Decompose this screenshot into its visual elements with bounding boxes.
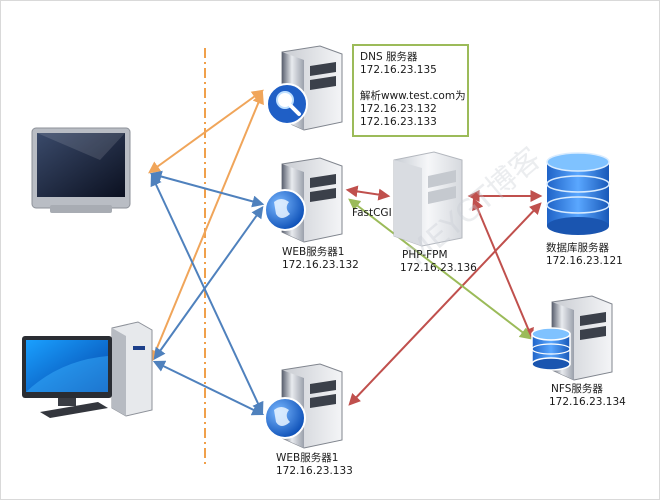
web-server-1-name: WEB服务器1 [282,246,345,258]
web-server-2-name: WEB服务器1 [276,452,339,464]
link-monitor-web1 [149,170,265,208]
link-pc-web2 [152,360,265,416]
dns-resolve-text: 解析www.test.com为 [360,90,466,102]
link-web1-nfs [348,198,532,340]
nfs-server-ip: 172.16.23.134 [549,396,626,408]
link-pc-dns [150,91,264,363]
dns-ip: 172.16.23.135 [360,64,437,76]
desktop-pc-icon [22,321,153,418]
nfs-server-icon [531,295,613,381]
dns-title: DNS 服务器 [360,51,418,63]
php-fpm-server-icon [393,151,463,247]
monitor-client-icon [31,127,131,213]
dns-info-box: DNS 服务器 172.16.23.135 解析www.test.com为 17… [352,44,469,137]
web-server-2-ip: 172.16.23.133 [276,465,353,477]
link-monitor-web2 [150,173,264,415]
link-pc-web1 [153,206,264,360]
database-server-name: 数据库服务器 [546,242,609,254]
connections [148,89,543,416]
nfs-server-name: NFS服务器 [551,383,603,395]
database-server-ip: 172.16.23.121 [546,255,623,267]
web-server-2-icon [264,363,343,449]
php-fpm-ip: 172.16.23.136 [400,262,477,274]
dns-resolve-ip-1: 172.16.23.132 [360,103,437,115]
web-server-1-ip: 172.16.23.132 [282,259,359,271]
dns-server-icon [266,45,343,131]
database-server-icon [546,152,610,235]
php-fpm-name: PHP-FPM [402,249,448,261]
dns-resolve-ip-2: 172.16.23.133 [360,116,437,128]
link-web1-php [345,185,391,201]
fastcgi-label: FastCGI [352,207,392,219]
web-server-1-icon [264,157,343,243]
